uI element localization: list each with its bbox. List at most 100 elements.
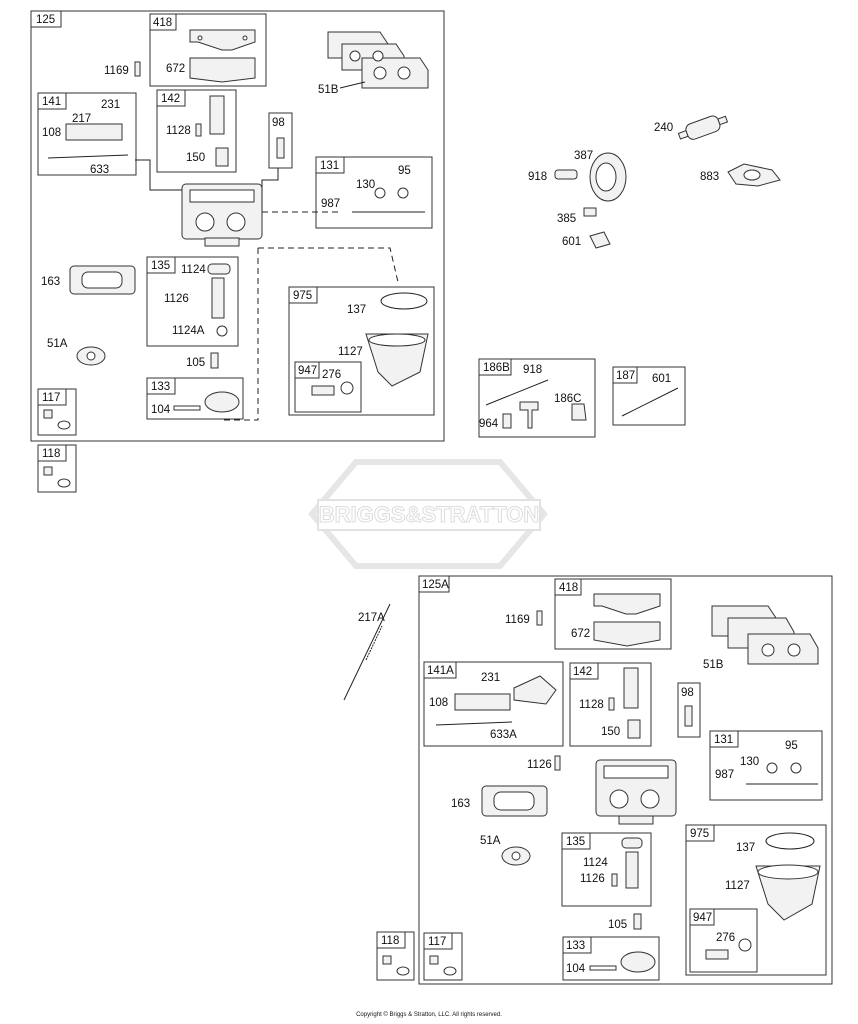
label-217: 217 [72, 113, 91, 125]
box-135-lower [561, 832, 652, 907]
label-51B: 51B [318, 84, 339, 96]
copyright-notice: Copyright © Briggs & Stratton, LLC. All … [356, 1012, 502, 1018]
label-918b: 918 [523, 364, 542, 376]
kit-125A-label: 125A [422, 579, 449, 591]
box-131 [315, 156, 433, 229]
label-987: 987 [321, 198, 340, 210]
label-104: 104 [151, 404, 171, 416]
part-133-float [204, 391, 240, 413]
box-975 [288, 286, 435, 416]
label-987-lower: 987 [715, 769, 734, 781]
box-141 [37, 92, 137, 176]
label-141: 141 [42, 96, 61, 108]
part-186C-fitting [571, 403, 587, 421]
label-51A: 51A [47, 338, 68, 350]
part-187-hose [621, 387, 679, 417]
box-142-lower [569, 662, 652, 747]
label-108-lower: 108 [429, 697, 448, 709]
label-163: 163 [41, 276, 60, 288]
part-142-body [209, 95, 225, 135]
label-105: 105 [186, 357, 205, 369]
box-131-lower [709, 730, 823, 801]
fuel-pump-group: 240 918 387 883 385 601 186B 918 964 186… [478, 115, 781, 438]
label-105-lower: 105 [608, 919, 627, 931]
label-276-lower: 276 [716, 932, 735, 944]
box-118-lower: 118 [376, 931, 415, 981]
part-672-gasket [189, 57, 256, 83]
label-135: 135 [151, 260, 170, 272]
label-98-lower: 98 [681, 687, 694, 699]
label-137: 137 [347, 304, 366, 316]
part-918-hose-kit [485, 379, 549, 406]
label-1126-lower: 1126 [527, 759, 552, 771]
label-186C: 186C [554, 393, 582, 405]
box-141A [423, 661, 564, 747]
label-141A: 141A [427, 665, 454, 677]
label-947-lower: 947 [693, 912, 712, 924]
label-418-lower: 418 [559, 582, 578, 594]
part-601-clamp [589, 231, 611, 249]
label-130: 130 [356, 179, 375, 191]
label-276: 276 [322, 369, 341, 381]
label-186B: 186B [483, 362, 510, 374]
part-217A-spring-rod [343, 603, 391, 701]
part-51B-gaskets [327, 31, 429, 89]
label-240: 240 [654, 122, 673, 134]
box-947 [294, 361, 362, 413]
kit-125A-frame [418, 575, 833, 985]
label-918: 918 [528, 171, 547, 183]
watermark-text: BRIGGS&STRATTON [319, 502, 539, 527]
label-51A-lower: 51A [480, 835, 501, 847]
label-633: 633 [90, 164, 109, 176]
label-387: 387 [574, 150, 593, 162]
box-118-upper: 118 [37, 444, 77, 493]
label-217A: 217A [358, 612, 385, 624]
part-975-bowl [365, 333, 429, 387]
label-118-lower: 118 [381, 935, 399, 947]
label-231: 231 [101, 99, 120, 111]
briggs-stratton-watermark: BRIGGS&STRATTON [308, 459, 548, 569]
label-163-lower: 163 [451, 798, 470, 810]
label-1128: 1128 [166, 125, 191, 137]
part-633-rod [47, 154, 129, 159]
label-142: 142 [161, 93, 180, 105]
label-137-lower: 137 [736, 842, 755, 854]
box-142 [156, 89, 237, 173]
label-133-lower: 133 [566, 940, 585, 952]
part-418-gasket [189, 29, 256, 51]
label-1127-lower: 1127 [725, 880, 750, 892]
label-975: 975 [293, 290, 312, 302]
part-918-hose [554, 169, 578, 180]
kit-125-label: 125 [36, 14, 55, 26]
label-95: 95 [398, 165, 411, 177]
label-947: 947 [298, 365, 317, 377]
box-98-lower [677, 682, 701, 738]
label-1124A: 1124A [172, 325, 205, 337]
label-131: 131 [320, 160, 339, 172]
box-133-lower [562, 936, 660, 981]
part-1169-screw [134, 61, 141, 77]
box-135 [146, 256, 239, 347]
label-385: 385 [557, 213, 576, 225]
label-117: 117 [42, 392, 60, 404]
label-1169: 1169 [104, 65, 129, 77]
label-108: 108 [42, 127, 61, 139]
kit-125-group: 125 418 672 1169 51B 141 231 217 108 633 [30, 10, 445, 442]
kit-125-frame [30, 10, 445, 442]
box-418 [149, 13, 267, 87]
label-135-lower: 135 [566, 836, 585, 848]
part-108-plate [65, 123, 123, 141]
carburetor-body-lower [595, 759, 677, 825]
label-672-lower: 672 [571, 628, 590, 640]
box-975-lower [685, 824, 827, 976]
label-130-lower: 130 [740, 756, 759, 768]
label-95-lower: 95 [785, 740, 798, 752]
box-418-lower [554, 578, 672, 650]
label-1126b-lower: 1126 [580, 873, 605, 885]
box-186B [478, 358, 596, 438]
carburetor-body [181, 183, 263, 247]
label-883: 883 [700, 171, 719, 183]
part-240-fuel-filter [677, 115, 729, 140]
label-601b: 601 [652, 373, 671, 385]
